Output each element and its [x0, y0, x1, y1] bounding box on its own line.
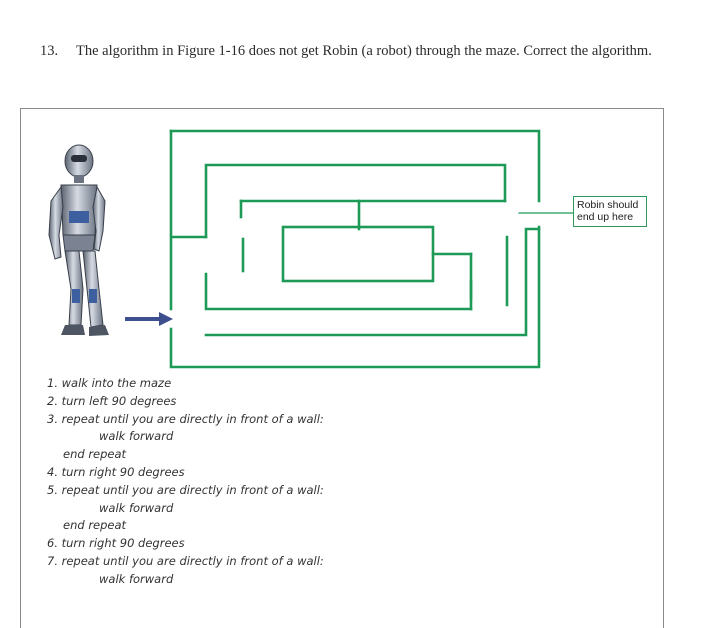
algorithm-step: walk forward	[99, 429, 174, 444]
entrance-arrow	[125, 312, 173, 326]
algorithm-step: 2. turn left 90 degrees	[47, 393, 177, 408]
algorithm-step: 1. walk into the maze	[47, 376, 172, 390]
algorithm-step: 4. turn right 90 degrees	[47, 465, 185, 479]
figure-frame: Robin should end up here 1. walk into th…	[20, 108, 664, 628]
algorithm-step: 7. repeat until you are directly in fron…	[47, 554, 324, 568]
question-text: The algorithm in Figure 1-16 does not ge…	[76, 43, 652, 59]
algorithm-step: walk forward	[99, 500, 174, 515]
maze-diagram	[125, 129, 574, 369]
robot-icon	[48, 144, 109, 336]
algorithm-step: 6. turn right 90 degrees	[47, 536, 185, 551]
algorithm-step: walk forward	[99, 571, 174, 586]
algorithm-step: 5. repeat until you are directly in fron…	[47, 482, 324, 497]
robin-end-callout: Robin should end up here	[573, 196, 647, 227]
algorithm-step: end repeat	[63, 518, 127, 533]
question-number: 13.	[40, 43, 59, 59]
algorithm-step: 3. repeat until you are directly in fron…	[47, 411, 324, 426]
algorithm-step: end repeat	[63, 447, 127, 462]
maze-walls	[169, 129, 574, 369]
